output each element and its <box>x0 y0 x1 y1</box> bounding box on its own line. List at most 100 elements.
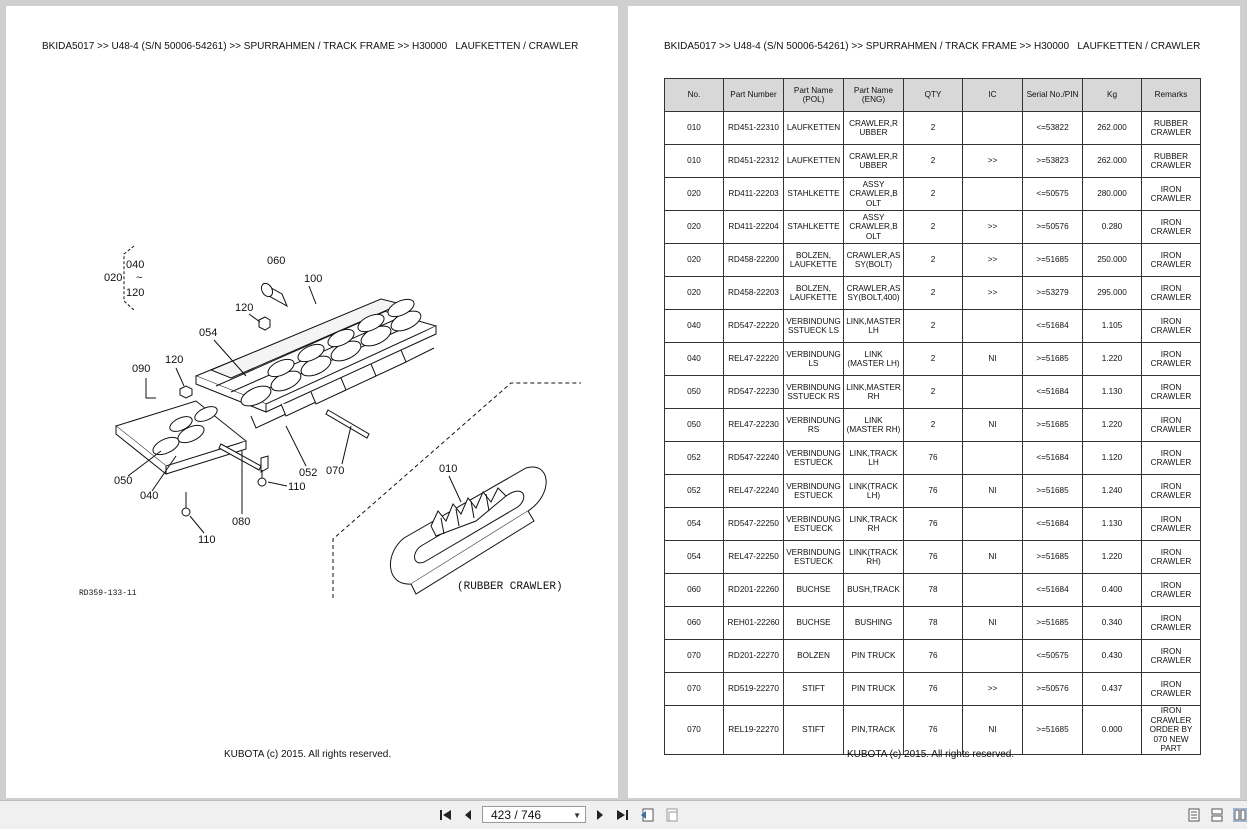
cell-qty: 2 <box>903 111 963 145</box>
last-page-icon <box>617 810 628 820</box>
cell-no: 070 <box>664 672 724 706</box>
cell-part-name-pol: STAHLKETTE <box>783 210 844 244</box>
cell-kg: 0.430 <box>1082 639 1142 673</box>
cell-part-number: RD451-22310 <box>723 111 784 145</box>
two-page-view-icon[interactable] <box>1233 808 1247 822</box>
cell-remarks: IRON CRAWLER <box>1141 672 1201 706</box>
label-052: 052 <box>299 467 317 479</box>
cell-part-name-pol: STIFT <box>783 705 844 755</box>
label-070: 070 <box>326 465 344 477</box>
cell-remarks: IRON CRAWLER <box>1141 243 1201 277</box>
copyright-footer: KUBOTA (c) 2015. All rights reserved. <box>847 749 1015 760</box>
cell-no: 060 <box>664 573 724 607</box>
cell-part-name-pol: LAUFKETTEN <box>783 144 844 178</box>
cell-part-number: RD411-22204 <box>723 210 784 244</box>
cell-ic: NI <box>962 606 1023 640</box>
cell-part-number: RD547-22220 <box>723 309 784 343</box>
previous-page-button[interactable] <box>460 807 476 823</box>
cell-kg: 262.000 <box>1082 144 1142 178</box>
cell-part-name-eng: LINK,MASTER RH <box>843 375 904 409</box>
label-010: 010 <box>439 463 457 475</box>
cell-ic <box>962 507 1023 541</box>
cell-ic: NI <box>962 540 1023 574</box>
cell-remarks: IRON CRAWLER <box>1141 309 1201 343</box>
cell-no: 054 <box>664 540 724 574</box>
chevron-down-icon: ▼ <box>573 811 581 820</box>
cell-remarks: IRON CRAWLER <box>1141 441 1201 475</box>
cell-serial: >=50576 <box>1022 672 1083 706</box>
page-selector[interactable]: 423 / 746 ▼ <box>482 806 586 823</box>
forward-history-icon <box>666 808 678 822</box>
cell-part-number: REL47-22230 <box>723 408 784 442</box>
cell-remarks: IRON CRAWLER <box>1141 540 1201 574</box>
cell-part-name-eng: BUSHING <box>843 606 904 640</box>
cell-part-name-eng: ASSY CRAWLER,B OLT <box>843 210 904 244</box>
cell-serial: <=51684 <box>1022 441 1083 475</box>
forward-button[interactable] <box>664 807 680 823</box>
first-page-button[interactable] <box>438 807 454 823</box>
cell-kg: 0.000 <box>1082 705 1142 755</box>
cell-no: 060 <box>664 606 724 640</box>
cell-part-name-pol: VERBINDUNG ESTUECK <box>783 474 844 508</box>
cell-part-name-eng: ASSY CRAWLER,B OLT <box>843 177 904 211</box>
cell-remarks: IRON CRAWLER <box>1141 177 1201 211</box>
cell-kg: 0.340 <box>1082 606 1142 640</box>
header-part-name-eng: Part Name (ENG) <box>843 78 904 112</box>
cell-part-number: RD451-22312 <box>723 144 784 178</box>
cell-remarks: RUBBER CRAWLER <box>1141 144 1201 178</box>
back-button[interactable] <box>640 807 656 823</box>
label-050: 050 <box>114 475 132 487</box>
cell-kg: 1.220 <box>1082 342 1142 376</box>
cell-part-number: RD547-22230 <box>723 375 784 409</box>
cell-ic: NI <box>962 474 1023 508</box>
cell-part-name-eng: PIN TRUCK <box>843 639 904 673</box>
cell-part-name-eng: CRAWLER,R UBBER <box>843 144 904 178</box>
cell-ic: >> <box>962 243 1023 277</box>
cell-remarks: IRON CRAWLER <box>1141 474 1201 508</box>
next-page-button[interactable] <box>592 807 608 823</box>
cell-ic: NI <box>962 342 1023 376</box>
cell-serial: <=50575 <box>1022 639 1083 673</box>
cell-part-name-eng: LINK (MASTER RH) <box>843 408 904 442</box>
cell-no: 052 <box>664 474 724 508</box>
cell-part-name-pol: VERBINDUNG RS <box>783 408 844 442</box>
cell-ic <box>962 309 1023 343</box>
cell-kg: 1.120 <box>1082 441 1142 475</box>
table-header-row: No. Part Number Part Name (POL) Part Nam… <box>664 78 1201 112</box>
cell-remarks: IRON CRAWLER <box>1141 606 1201 640</box>
cell-part-name-eng: LINK (MASTER LH) <box>843 342 904 376</box>
cell-part-name-pol: BOLZEN, LAUFKETTE <box>783 243 844 277</box>
right-page: BKIDA5017 >> U48-4 (S/N 50006-54261) >> … <box>628 6 1240 798</box>
continuous-view-icon[interactable] <box>1211 808 1223 822</box>
cell-remarks: IRON CRAWLER <box>1141 507 1201 541</box>
single-page-view-icon[interactable] <box>1188 808 1200 822</box>
cell-part-name-pol: VERBINDUNG ESTUECK <box>783 507 844 541</box>
cell-kg: 262.000 <box>1082 111 1142 145</box>
cell-part-name-eng: LINK,TRACK LH <box>843 441 904 475</box>
copyright-footer: KUBOTA (c) 2015. All rights reserved. <box>224 749 392 760</box>
cell-serial: <=51684 <box>1022 375 1083 409</box>
cell-serial: >=51685 <box>1022 474 1083 508</box>
cell-no: 052 <box>664 441 724 475</box>
label-110-lower: 110 <box>198 534 216 546</box>
label-080: 080 <box>232 516 250 528</box>
cell-serial: <=51684 <box>1022 309 1083 343</box>
cell-no: 054 <box>664 507 724 541</box>
next-page-icon <box>597 810 603 820</box>
parts-table: No. Part Number Part Name (POL) Part Nam… <box>664 78 1201 755</box>
breadcrumb: BKIDA5017 >> U48-4 (S/N 50006-54261) >> … <box>42 41 579 52</box>
cell-part-name-pol: VERBINDUNG LS <box>783 342 844 376</box>
last-page-button[interactable] <box>614 807 630 823</box>
cell-part-name-pol: BUCHSE <box>783 573 844 607</box>
cell-serial: <=51684 <box>1022 573 1083 607</box>
header-ic: IC <box>962 78 1023 112</box>
